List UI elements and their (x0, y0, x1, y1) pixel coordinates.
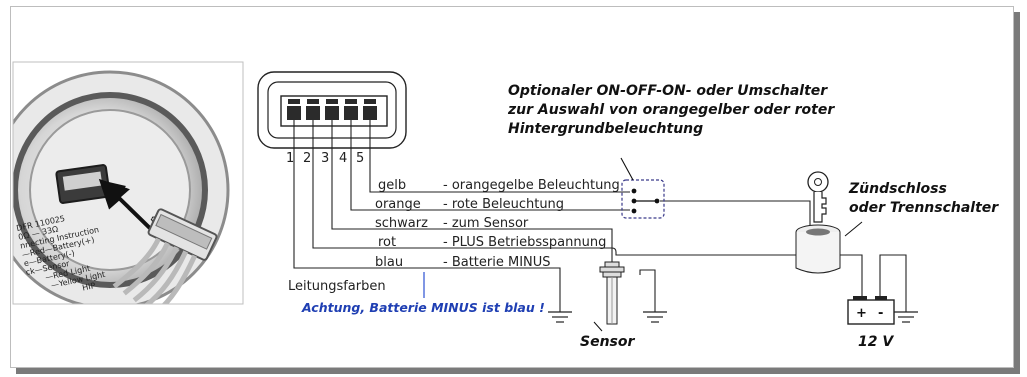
wire-function-gelb: - orangegelbe Beleuchtung (443, 178, 620, 193)
ignition-label-line-2: oder Trennschalter (849, 200, 999, 216)
switch-symbol (620, 157, 665, 219)
wire-color-blau: blau (375, 255, 403, 270)
wire-ignition-battery (845, 254, 863, 300)
wire-gelb (369, 120, 630, 193)
wire-blau (293, 120, 561, 312)
wire-color-rot: rot (378, 235, 396, 250)
wire-function-schwarz: - zum Sensor (443, 216, 529, 231)
ignition-lock-icon (795, 171, 863, 274)
wire-battery-ground (879, 254, 907, 312)
gauge-photo-inset: DFR 110025 0Ω — 33Ω nnecting Instruction… (12, 61, 244, 305)
pin-1-label: 1 (286, 151, 294, 166)
sensor-symbol (593, 261, 625, 332)
wire-orange (350, 120, 630, 211)
wire-color-gelb: gelb (378, 178, 406, 193)
ignition-label-line-1: Zündschloss (848, 181, 947, 197)
battery-minus: - (878, 306, 883, 321)
switch-note-line-3: Hintergrundbeleuchtung (508, 121, 703, 137)
photo-text-line-9: HIP (81, 281, 96, 293)
wire-function-rot: - PLUS Betriebsspannung (443, 235, 606, 250)
switch-note: Optionaler ON-OFF-ON- oder Umschalter zu… (507, 83, 835, 137)
pin-numbers: 1 2 3 4 5 (286, 151, 364, 166)
sensor-label: Sensor (580, 334, 635, 350)
wire-colors-heading: Leitungsfarben (288, 279, 386, 294)
connector-drawing (257, 71, 407, 149)
wire-switch-ignition (660, 200, 811, 232)
wires (293, 120, 907, 312)
battery-voltage-label: 12 V (858, 334, 894, 350)
wire-rot (312, 120, 612, 249)
pin-5-label: 5 (356, 151, 364, 166)
wire-color-schwarz: schwarz (375, 216, 428, 231)
wire-rot-continue (611, 247, 850, 256)
switch-note-line-2: zur Auswahl von orangegelber oder roter (507, 102, 835, 118)
wire-color-orange: orange (375, 197, 421, 212)
wire-function-blau: - Batterie MINUS (443, 255, 551, 270)
wire-schwarz (331, 120, 613, 262)
warning-text: Achtung, Batterie MINUS ist blau ! (301, 300, 545, 315)
wire-function-orange: - rote Beleuchtung (443, 197, 564, 212)
wire-labels: gelb - orangegelbe Beleuchtung orange - … (288, 178, 620, 294)
ignition-note: Zündschloss oder Trennschalter (848, 181, 999, 216)
pin-4-label: 4 (339, 151, 347, 166)
switch-note-line-1: Optionaler ON-OFF-ON- oder Umschalter (508, 83, 828, 99)
battery-symbol: + - (847, 296, 895, 325)
ground-symbols (548, 311, 918, 323)
battery-plus: + (856, 306, 867, 321)
wire-sensor-ground (639, 269, 656, 312)
pin-3-label: 3 (321, 151, 329, 166)
pin-2-label: 2 (303, 151, 311, 166)
